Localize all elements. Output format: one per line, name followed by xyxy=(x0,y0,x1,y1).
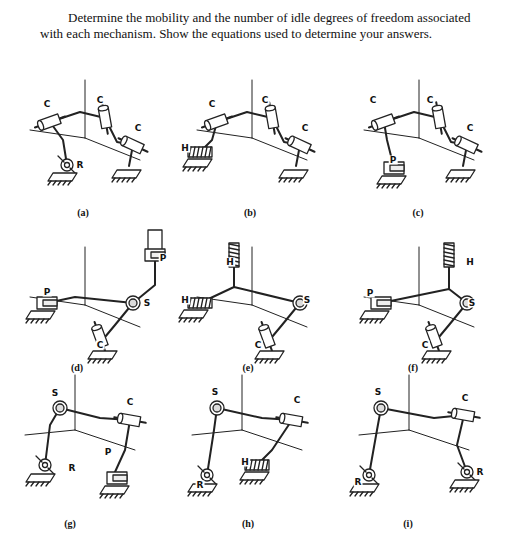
joint-label: P xyxy=(366,289,375,298)
joint-label: R xyxy=(476,468,485,477)
joint-label: S xyxy=(211,388,219,397)
panel-label: (d) xyxy=(70,363,84,373)
joint-label: C xyxy=(466,124,475,133)
joint-label: C xyxy=(369,96,378,105)
joint-label: C xyxy=(96,341,105,350)
joint-label: C xyxy=(293,396,302,405)
joint-label: P xyxy=(104,448,113,457)
joint-label: P xyxy=(389,156,398,165)
panel-label: (b) xyxy=(243,208,257,218)
joint-label: P xyxy=(159,254,168,263)
joint-label: C xyxy=(261,96,270,105)
joint-label: R xyxy=(68,464,77,473)
joint-label: C xyxy=(254,341,263,350)
joint-label: C xyxy=(134,124,143,133)
joint-label: C xyxy=(461,394,470,403)
joint-label: C xyxy=(421,341,430,350)
joint-label: S xyxy=(51,389,59,398)
joint-label: C xyxy=(301,124,310,133)
joint-label: S xyxy=(468,299,476,308)
joint-label: S xyxy=(303,296,311,305)
joint-label: C xyxy=(43,100,52,109)
joint-label: C xyxy=(426,96,435,105)
joint-label: C xyxy=(96,96,105,105)
problem-statement: Determine the mobility and the number of… xyxy=(40,10,480,42)
joint-label: H xyxy=(225,258,235,267)
joint-label: C xyxy=(126,398,135,407)
joint-label: S xyxy=(374,388,382,397)
joint-label: R xyxy=(196,481,205,490)
panel-label: (i) xyxy=(402,519,413,529)
panel-label: (f) xyxy=(407,363,419,373)
joint-label: H xyxy=(180,144,190,153)
joint-label: R xyxy=(76,161,85,170)
joint-label: H xyxy=(180,296,190,305)
panel-label: (e) xyxy=(241,363,254,373)
panel-label: (a) xyxy=(76,208,90,218)
panel-label: (g) xyxy=(63,519,77,529)
joint-label: P xyxy=(43,288,52,297)
joint-label: R xyxy=(354,478,363,487)
joint-label: C xyxy=(208,100,217,109)
panel-label: (c) xyxy=(411,208,424,218)
joint-label: H xyxy=(240,458,250,467)
joint-label: S xyxy=(143,299,151,308)
joint-label: H xyxy=(465,258,475,267)
panel-label: (h) xyxy=(241,519,255,529)
